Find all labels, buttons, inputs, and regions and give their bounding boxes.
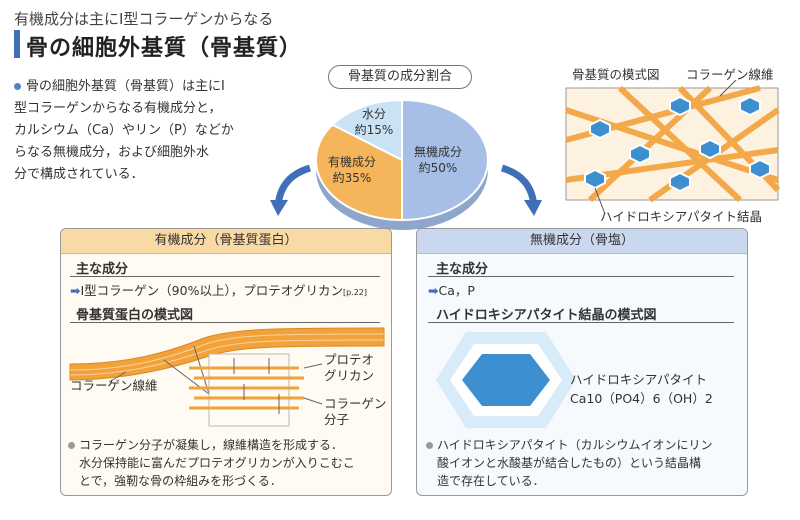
crystal-formula: Ca10（PO4）6（OH）2 — [570, 391, 713, 406]
pie-slice — [330, 98, 403, 162]
title-accent-bar — [14, 30, 20, 58]
inorganic-diagram-title: ハイドロキシアパタイト結晶の模式図 — [436, 308, 657, 323]
pie-slices — [315, 98, 489, 222]
intro-line: らなる無機成分，および細胞外水 — [14, 145, 210, 160]
page-subtitle: 有機成分は主にⅠ型コラーゲンからなる — [14, 10, 274, 28]
organic-panel-header: 有機成分（骨基質蛋白） — [61, 229, 391, 254]
intro-line: 骨の細胞外基質（骨基質）は主にⅠ — [14, 76, 259, 98]
intro-line: カルシウム（Ca）やリン（P）などか — [14, 123, 234, 138]
arrow-right-icon: ➡ — [70, 283, 81, 298]
divider — [70, 322, 380, 323]
slice-label-inorganic: 無機成分 — [414, 144, 462, 159]
bullet-icon — [14, 83, 21, 90]
slice-pct-organic: 約35% — [333, 170, 372, 185]
collagen-molecule-label: コラーゲン 分子 — [324, 396, 387, 427]
proteoglycan-label: プロテオ グリカン — [324, 352, 375, 383]
organic-diagram-title: 骨基質蛋白の模式図 — [76, 308, 194, 323]
slice-label-organic: 有機成分 — [328, 154, 376, 169]
inorganic-note: ハイドロキシアパタイト（カルシウムイオンにリン 酸イオンと水酸基が結合したもの）… — [426, 436, 742, 490]
bullet-icon — [426, 442, 433, 449]
divider — [70, 276, 380, 277]
arrow-right-icon: ➡ — [428, 283, 439, 298]
intro-line: 分で構成されている． — [14, 167, 144, 182]
pie-slice — [315, 123, 403, 222]
bullet-icon — [68, 442, 75, 449]
page-ref: [p.22] — [342, 288, 368, 297]
page-title: 骨の細胞外基質（骨基質） — [26, 35, 303, 61]
pie-title: 骨基質の成分割合 — [328, 65, 472, 89]
matrix-protein-diagram — [69, 327, 385, 427]
intro-paragraph: 骨の細胞外基質（骨基質）は主にⅠ 型コラーゲンからなる有機成分と， カルシウム（… — [14, 76, 259, 186]
matrix-diagram-title: 骨基質の模式図 — [572, 67, 660, 82]
slice-pct-inorganic: 約50% — [419, 160, 458, 175]
pie-arrows — [270, 164, 542, 216]
pie-slice — [401, 98, 489, 222]
divider — [428, 276, 734, 277]
crystal-name-label: ハイドロキシアパタイト — [570, 372, 708, 387]
composition-pie-chart: 水分 約15% 有機成分 約35% 無機成分 約50% — [315, 98, 489, 230]
hydroxyapatite-crystal-diagram — [436, 332, 576, 428]
inorganic-main-text: ➡Ca，P — [428, 283, 475, 298]
divider — [428, 322, 734, 323]
collagen-fiber-label: コラーゲン線維 — [686, 67, 774, 82]
slice-label-water: 水分 — [362, 107, 386, 121]
inorganic-main-label: 主な成分 — [436, 262, 489, 277]
intro-line: 型コラーゲンからなる有機成分と， — [14, 101, 222, 116]
organic-main-label: 主な成分 — [76, 262, 129, 277]
inorganic-panel-header: 無機成分（骨塩） — [417, 229, 747, 254]
organic-main-text: ➡Ⅰ型コラーゲン（90%以上），プロテオグリカン[p.22] — [70, 283, 368, 298]
bone-matrix-diagram — [565, 80, 781, 215]
crystal-label: ハイドロキシアパタイト結晶 — [600, 209, 763, 224]
slice-pct-water: 約15% — [355, 122, 394, 137]
fiber-label: コラーゲン線維 — [70, 378, 158, 393]
organic-note: コラーゲン分子が凝集し，線維構造を形成する． 水分保持能に富んだプロテオグリカン… — [68, 436, 388, 490]
